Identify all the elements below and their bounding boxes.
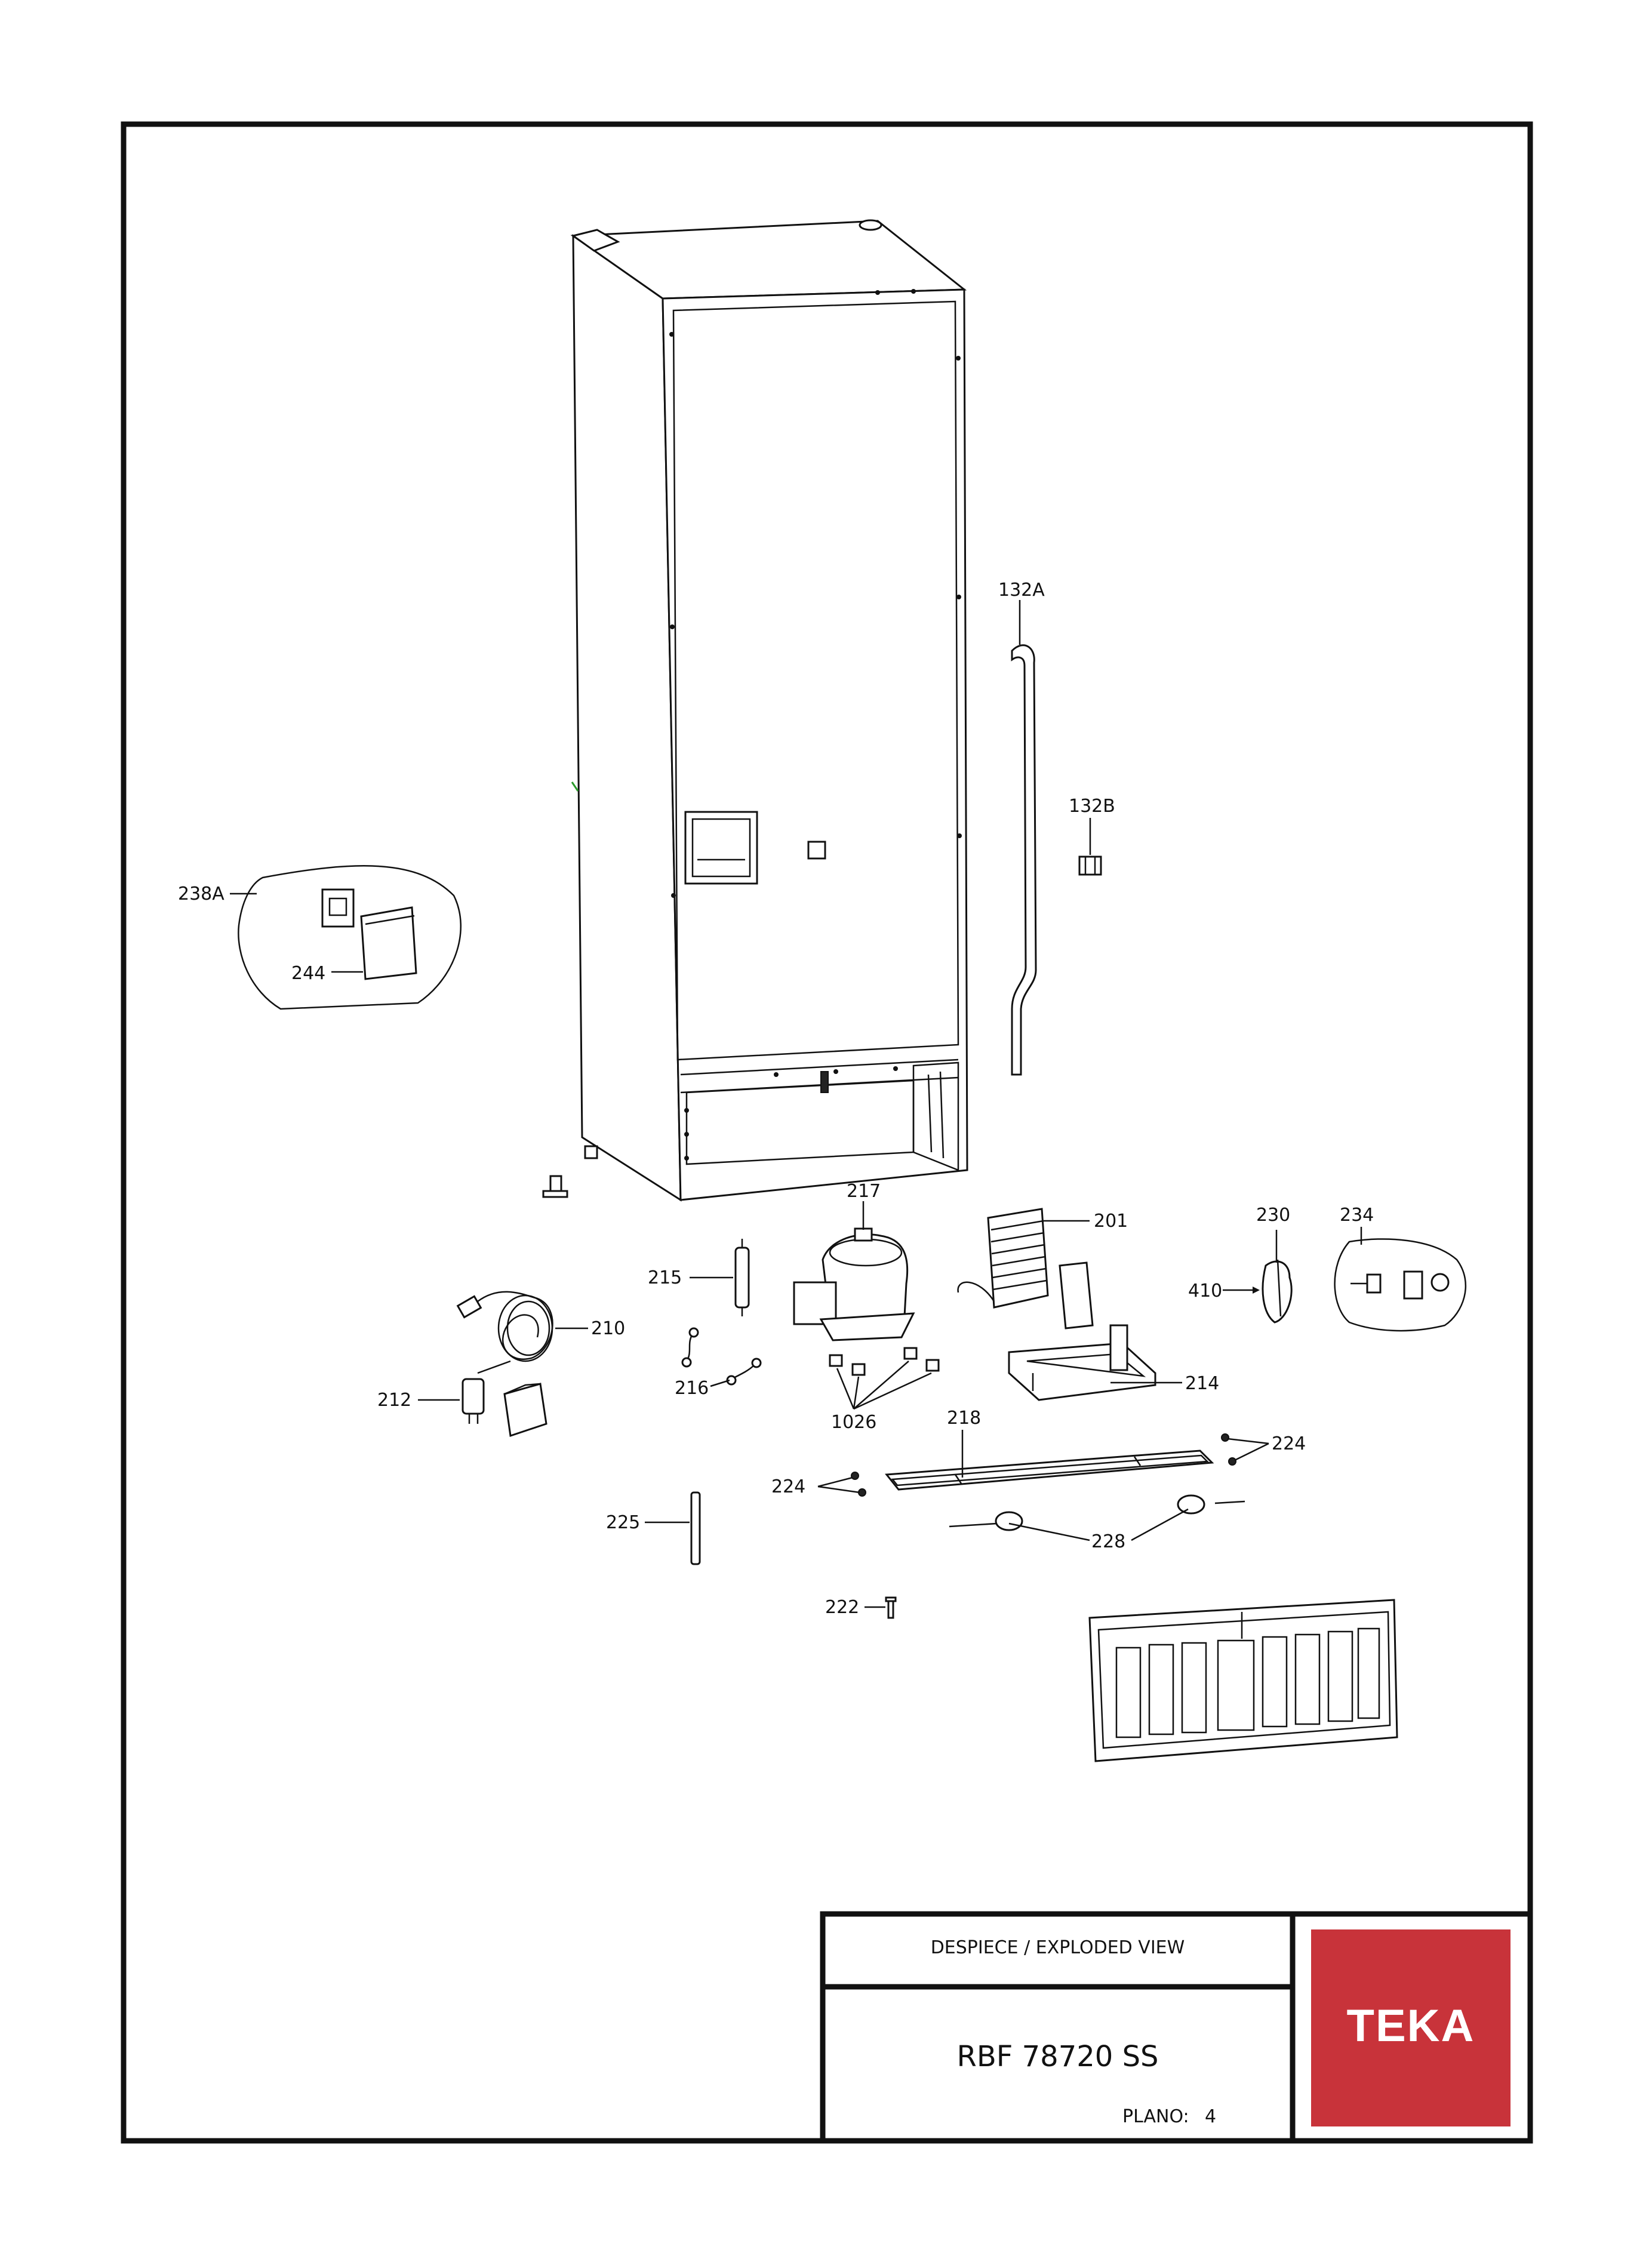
part-201-condenser: [957, 1208, 1094, 1329]
label-225: 225: [606, 1512, 640, 1533]
sheet-number: 4: [1205, 2106, 1217, 2127]
label-234: 234: [1340, 1205, 1374, 1226]
brand-logo-bg: [1311, 1929, 1511, 2126]
part-212-capacitor: [462, 1378, 547, 1437]
part-228-rollers: [949, 1494, 1245, 1531]
part-215-drier: [734, 1239, 750, 1316]
part-214-base-tray: [1008, 1324, 1156, 1401]
label-214: 214: [1185, 1373, 1219, 1394]
label-201: 201: [1094, 1211, 1128, 1232]
label-224-right: 224: [1272, 1433, 1306, 1454]
label-238A: 238A: [178, 884, 224, 904]
label-217: 217: [847, 1181, 881, 1202]
part-132B-clip: [1078, 855, 1102, 876]
label-216: 216: [675, 1378, 709, 1399]
part-132A-tube: [1011, 644, 1037, 1076]
part-210-power-cord: [456, 1291, 553, 1374]
title-block-header: DESPIECE / EXPLODED VIEW: [930, 1937, 1185, 1958]
part-225-drain-tube: [690, 1491, 701, 1565]
label-215: 215: [648, 1267, 682, 1288]
detail-234-bubble: [1334, 1238, 1467, 1332]
part-224-screws-left: [851, 1472, 866, 1497]
brand-logo: TEKA: [1346, 2001, 1475, 2051]
label-224-left: 224: [771, 1476, 805, 1497]
ventilation-grille: [1088, 1599, 1398, 1762]
label-410: 410: [1188, 1281, 1222, 1301]
label-132B: 132B: [1069, 796, 1115, 817]
label-218: 218: [947, 1408, 981, 1429]
label-222: 222: [825, 1597, 859, 1618]
part-1026-grommets: [829, 1347, 940, 1410]
title-block: [820, 1911, 1533, 2144]
part-218-base-plate: [885, 1449, 1214, 1491]
refrigerator-cabinet: [542, 219, 968, 1202]
model-name: RBF 78720 SS: [956, 2040, 1159, 2073]
label-210: 210: [591, 1318, 625, 1339]
label-228: 228: [1091, 1531, 1125, 1552]
label-244: 244: [291, 963, 325, 984]
label-230: 230: [1256, 1205, 1290, 1226]
part-230-fan: [1262, 1259, 1293, 1324]
label-212: 212: [377, 1390, 411, 1411]
part-216-clips: [681, 1327, 762, 1386]
detail-238A-bubble: [238, 865, 462, 1010]
label-132A: 132A: [998, 580, 1045, 601]
sheet-label: PLANO:: [1122, 2106, 1189, 2127]
label-1026: 1026: [831, 1412, 876, 1433]
part-222-screw: [885, 1596, 897, 1619]
part-217-compressor: [793, 1227, 915, 1341]
part-224-screws-right: [1221, 1433, 1236, 1466]
